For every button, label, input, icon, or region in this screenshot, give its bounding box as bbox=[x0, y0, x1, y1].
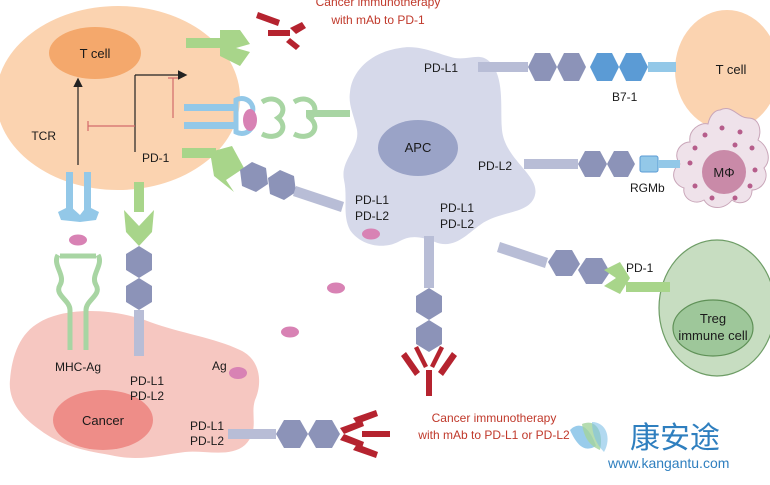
pdl-apc-left bbox=[240, 162, 344, 212]
pd1-receptor-top bbox=[186, 30, 250, 66]
mhc-antigen-dot bbox=[69, 234, 87, 246]
apc-antigen-dot bbox=[362, 228, 380, 240]
free-antigen-dot bbox=[281, 326, 299, 338]
apc-nucleus bbox=[378, 120, 458, 176]
bottom-caption-line2: with mAb to PD-L1 or PD-L2 bbox=[417, 428, 570, 442]
pd1-receptor-treg bbox=[604, 262, 670, 294]
cancer-nucleus bbox=[53, 390, 153, 450]
top-caption-line1: Cancer immunotherapy bbox=[316, 0, 441, 9]
pd1-receptor-down bbox=[124, 182, 154, 246]
macrophage-granules bbox=[687, 125, 758, 201]
pdl-cancer-horizontal bbox=[228, 420, 340, 448]
rgmb-receptor bbox=[639, 155, 680, 173]
treg-label-line1: Treg bbox=[700, 311, 726, 326]
bottom-caption-line1: Cancer immunotherapy bbox=[432, 411, 557, 425]
macrophage-nucleus bbox=[702, 150, 746, 194]
b7-1-label: B7-1 bbox=[612, 90, 638, 104]
pd1-tcell-label: PD-1 bbox=[142, 151, 170, 165]
treg-nucleus bbox=[672, 299, 754, 357]
pd1-receptor-apc bbox=[182, 146, 244, 192]
pdl1-cancer-label-b: PD-L1 bbox=[190, 419, 224, 433]
tcr-label: TCR bbox=[31, 129, 56, 143]
pdl1-cancer-label-a: PD-L1 bbox=[130, 374, 164, 388]
cancer-label: Cancer bbox=[82, 413, 125, 428]
pd1-treg-label: PD-1 bbox=[626, 261, 654, 275]
top-caption-line2: with mAb to PD-1 bbox=[330, 13, 425, 27]
watermark-logo bbox=[570, 422, 608, 452]
antibody-anti-pd1-top bbox=[256, 12, 306, 50]
t-cell-right-body bbox=[675, 10, 770, 130]
rgmb-label: RGMb bbox=[630, 181, 665, 195]
b7-1-ligand bbox=[590, 53, 676, 81]
macrophage-label: MΦ bbox=[713, 165, 734, 180]
pdl2-apc-left-label: PD-L2 bbox=[355, 209, 389, 223]
cancer-antigen-dot bbox=[229, 367, 247, 379]
apc-label: APC bbox=[405, 140, 432, 155]
pdl2-cancer-label-b: PD-L2 bbox=[190, 434, 224, 448]
pdl2-apc-right bbox=[524, 151, 635, 177]
antibody-anti-pdl-apc bbox=[401, 346, 457, 396]
tcr-receptor bbox=[58, 172, 99, 222]
pdl1-apc-bottom-label: PD-L1 bbox=[440, 201, 474, 215]
pdl2-apc-bottom-label: PD-L2 bbox=[440, 217, 474, 231]
tcr-apc-complex bbox=[184, 96, 350, 139]
t-cell-nucleus bbox=[49, 27, 141, 79]
pdl-cancer-vertical bbox=[126, 246, 152, 356]
pdl1-apc-top-label: PD-L1 bbox=[424, 61, 458, 75]
pdl-apc-bottom bbox=[416, 236, 442, 352]
pdl2-cancer-label-a: PD-L2 bbox=[130, 389, 164, 403]
pdl1-apc-left-label: PD-L1 bbox=[355, 193, 389, 207]
mhc-molecule bbox=[54, 253, 102, 350]
t-cell-label: T cell bbox=[80, 46, 111, 61]
pdl2-apc-right-label: PD-L2 bbox=[478, 159, 512, 173]
t-cell-right-label: T cell bbox=[716, 62, 747, 77]
treg-label-line2: immune cell bbox=[678, 328, 747, 343]
free-antigen-dot bbox=[327, 282, 345, 294]
mhc-ag-label: MHC-Ag bbox=[55, 360, 101, 374]
watermark-url: www.kangantu.com bbox=[607, 455, 729, 471]
antibody-anti-pdl-bottom bbox=[340, 410, 390, 458]
ag-label: Ag bbox=[212, 359, 227, 373]
watermark-chinese: 康安途 bbox=[630, 421, 720, 456]
pdl-apc-lower-right bbox=[497, 242, 610, 284]
pdl1-apc-top bbox=[478, 53, 586, 81]
